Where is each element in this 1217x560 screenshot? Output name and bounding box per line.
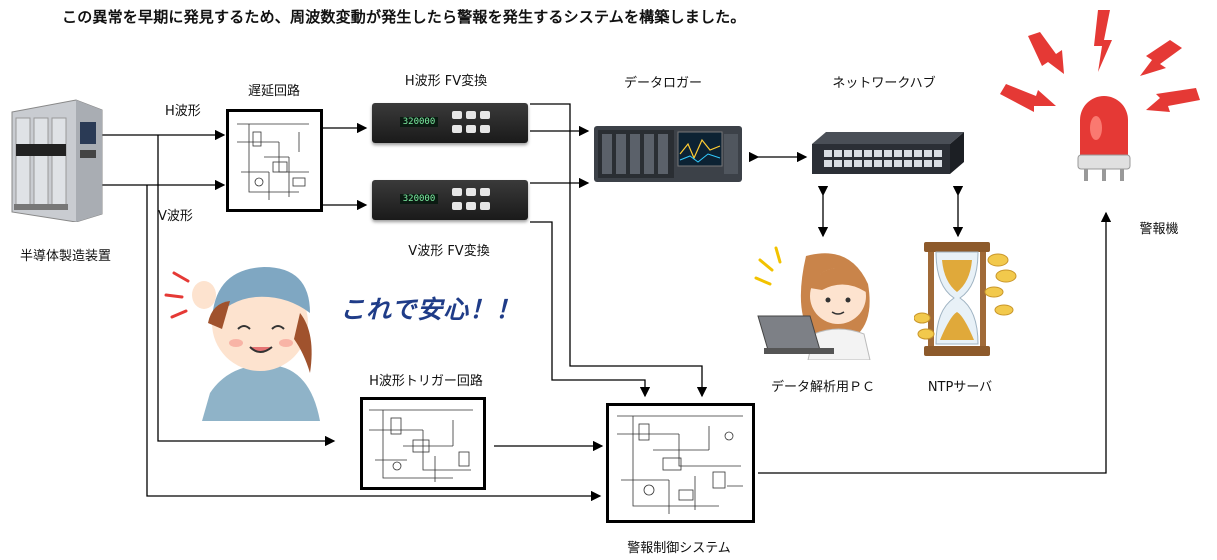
h-fv-display: 320000: [400, 117, 438, 127]
alarm-label: 警報機: [1139, 222, 1179, 237]
network-hub: [812, 130, 964, 176]
wire-vfv-to-alarm-control: [530, 221, 651, 398]
siren-illustration: [1000, 10, 1200, 181]
hourglass-icon: [913, 242, 1017, 356]
analysis-pc-illustration: [750, 238, 880, 361]
worker-icon: [164, 267, 320, 421]
data-logger-illustration: [594, 126, 742, 182]
slogan-text: これで安心！！: [340, 295, 522, 324]
v-fv-label: V波形 FV変換: [408, 244, 490, 259]
network-hub-label: ネットワークハブ: [832, 76, 936, 91]
alarm-control-system: [606, 403, 755, 523]
h-fv-converter: 320000: [372, 103, 528, 143]
h-trigger-schematic: [369, 409, 473, 482]
alarm-siren: [1000, 10, 1200, 196]
ntp-server-label: NTPサーバ: [927, 380, 993, 395]
page-title: この異常を早期に発見するため、周波数変動が発生したら警報を発生するシステムを構築…: [62, 8, 746, 26]
analysis-pc-label: データ解析用ＰＣ: [770, 380, 876, 395]
delay-circuit-label: 遅延回路: [247, 84, 301, 99]
network-hub-illustration: [812, 132, 964, 174]
analyst-icon: [754, 246, 871, 361]
wire-v-to-alarm-control: [146, 185, 602, 502]
wire-h-to-trigger: [157, 135, 336, 447]
v-wave-label: V波形: [158, 209, 193, 224]
v-fv-converter: 320000: [372, 180, 528, 220]
h-wave-label: H波形: [165, 104, 201, 119]
alarm-control-label: 警報制御システム: [627, 541, 731, 556]
h-trigger-circuit: [360, 397, 486, 490]
flash-icon: [1000, 10, 1200, 112]
wire-hfv-to-alarm-control: [530, 103, 708, 398]
semiconductor-equipment-label: 半導体製造装置: [20, 249, 112, 264]
h-trigger-label: H波形トリガー回路: [369, 374, 483, 389]
wire-alarm-control-to-alarm: [758, 211, 1112, 474]
ntp-server-illustration: [913, 240, 1018, 358]
semiconductor-equipment: [6, 92, 104, 223]
data-logger-label: データロガー: [623, 76, 703, 91]
delay-circuit: [226, 109, 323, 212]
worker-illustration: [160, 243, 340, 421]
delay-circuit-schematic: [237, 123, 309, 200]
h-fv-label: H波形 FV変換: [404, 74, 488, 89]
alarm-control-schematic: [617, 415, 743, 514]
data-logger: [594, 120, 744, 184]
v-fv-display: 320000: [400, 194, 438, 204]
equipment-illustration: [11, 99, 103, 223]
